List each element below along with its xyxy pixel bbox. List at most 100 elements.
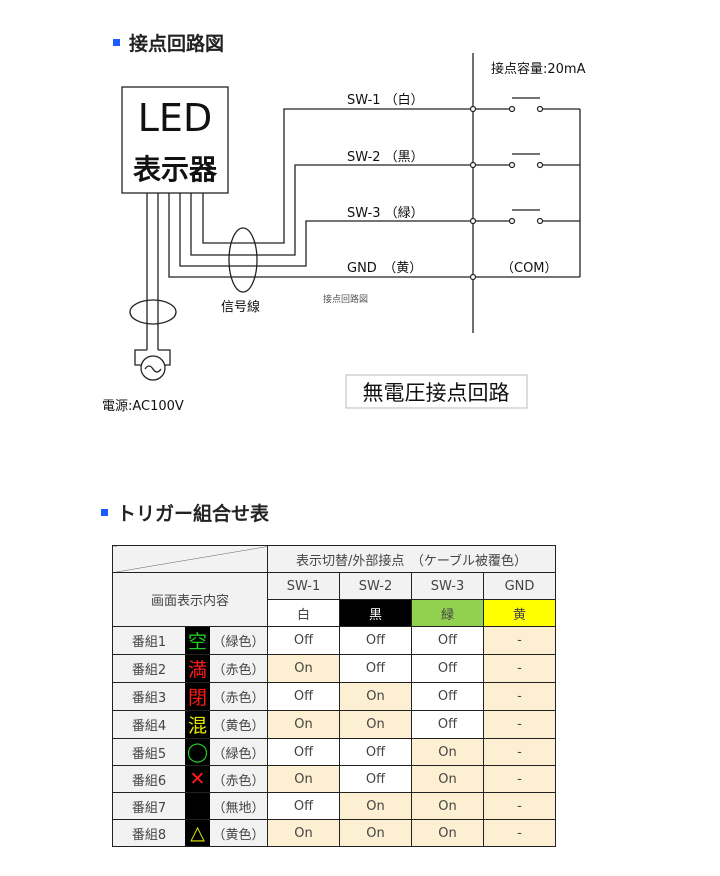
switch-state: Off [339,626,412,655]
section-title: 接点回路図 [129,33,225,55]
col-header-gnd: GND [483,572,556,600]
program-name: 番組6 [112,765,185,793]
program-name: 番組2 [112,654,185,683]
bullet-square-icon [101,509,108,516]
switch-state: - [483,626,556,655]
switch-state: Off [339,738,412,766]
switch-state: On [411,738,484,766]
com-label: （COM） [501,261,558,276]
sw2-wire [190,164,580,256]
header-group: 表示切替/外部接点 （ケーブル被覆色） [267,545,556,573]
display-color: （赤色） [210,765,268,793]
sw3-wire [179,193,580,267]
switch-state: On [411,765,484,793]
switch-state: On [411,792,484,820]
display-color: （赤色） [210,654,268,683]
switch-state: - [483,765,556,793]
switch-state: - [483,654,556,683]
switch-state: Off [267,792,340,820]
switch-state: On [339,819,412,847]
power-cable-bundle [129,299,177,325]
ac-source-icon [140,355,166,381]
program-name: 番組5 [112,738,185,766]
sw3-label: SW-3 （緑） [347,206,424,221]
display-color: （赤色） [210,682,268,711]
dry-contact-box [345,374,528,409]
sw1-label: SW-1 （白） [347,92,424,108]
signal-cable-bundle [228,227,258,293]
sw1-wire [202,108,580,244]
program-name: 番組7 [112,792,185,820]
cable-color-yellow: 黄 [483,599,556,627]
switch-state: On [339,710,412,739]
switch-state: On [267,819,340,847]
switch-state: On [267,765,340,793]
switch-state: On [411,819,484,847]
switch-state: Off [411,710,484,739]
display-label: 表示器 [133,153,218,186]
diagram-caption: 接点回路図 [323,293,368,305]
display-color: （緑色） [210,626,268,655]
switch-state: On [267,654,340,683]
switch-state: - [483,792,556,820]
contact-capacity: 接点容量:20mA [491,61,586,77]
switch-state: Off [411,682,484,711]
display-icon: 閉 [185,682,210,711]
program-name: 番組8 [112,819,185,847]
switch-state: - [483,738,556,766]
switch-sw3 [512,209,540,223]
power-label: 電源:AC100V [102,399,184,414]
switch-state: Off [339,654,412,683]
gnd-label: GND （黄） [347,261,422,276]
section-title: トリガー組合せ表 [117,503,270,525]
col-header-sw2: SW-2 [339,572,412,600]
signal-line-label: 信号線 [221,299,260,315]
display-color: （黄色） [210,710,268,739]
gnd-wire [168,193,580,278]
cable-color-black: 黒 [339,599,412,627]
display-icon: 混 [185,710,210,739]
cable-color-white: 白 [267,599,340,627]
section-heading-trigger: トリガー組合せ表 [101,499,269,526]
col-header-sw1: SW-1 [267,572,340,600]
led-label: LED [138,96,212,140]
bullet-square-icon [113,39,120,46]
display-icon [185,792,210,820]
led-display-box [121,86,229,194]
switch-state: - [483,819,556,847]
switch-state: Off [267,626,340,655]
contact-circuit-diagram: LED 表示器 接点容量:20mA SW-1 （白） SW-2 （黒） SW-3… [102,53,586,414]
switch-state: Off [267,738,340,766]
switch-state: Off [339,765,412,793]
switch-state: On [267,710,340,739]
col-header-sw3: SW-3 [411,572,484,600]
display-color: （緑色） [210,738,268,766]
row-header: 画面表示内容 [112,572,268,627]
display-icon: △ [185,819,210,847]
switch-state: - [483,710,556,739]
trigger-combination-table: 表示切替/外部接点 （ケーブル被覆色） 画面表示内容 SW-1 SW-2 SW-… [112,545,556,847]
program-name: 番組1 [112,626,185,655]
display-icon: ✕ [185,765,210,793]
display-icon: 空 [185,626,210,655]
switch-state: Off [411,626,484,655]
display-color: （黄色） [210,819,268,847]
cable-color-green: 緑 [411,599,484,627]
switch-state: - [483,682,556,711]
display-icon: ◯ [185,738,210,766]
sw2-label: SW-2 （黒） [347,150,424,165]
display-color: （無地） [210,792,268,820]
dry-contact-label: 無電圧接点回路 [363,381,510,405]
section-heading-circuit: 接点回路図 [113,29,224,56]
switch-state: On [339,792,412,820]
diagonal-corner-cell [112,545,268,573]
